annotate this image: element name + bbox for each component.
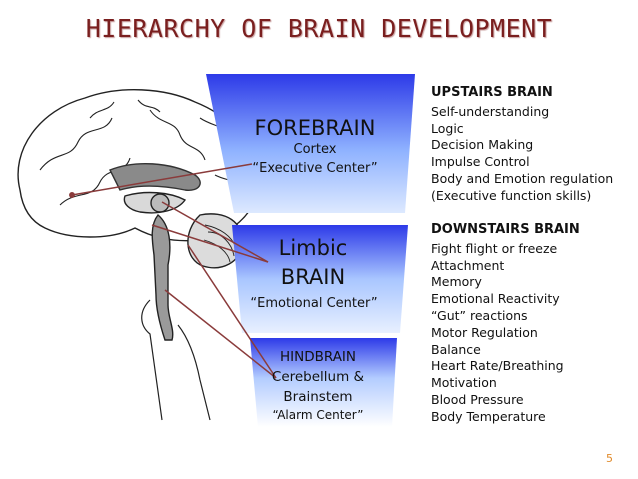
hindbrain-title: HINDBRAIN <box>279 349 357 365</box>
hindbrain-line2: Cerebellum & <box>271 369 365 385</box>
list-item: (Executive function skills) <box>431 187 592 203</box>
list-item: Body and Emotion regulation <box>431 170 614 186</box>
downstairs-list: DOWNSTAIRS BRAIN Fight flight or freeze … <box>431 222 580 426</box>
forebrain-connector-dot <box>69 192 75 198</box>
limbic-title-line1: Limbic <box>278 236 348 260</box>
list-item: Blood Pressure <box>431 391 524 407</box>
list-item: Motor Regulation <box>431 324 538 340</box>
list-item: Body Temperature <box>431 408 546 424</box>
limbic-section <box>232 225 408 333</box>
list-item: Motivation <box>431 375 497 391</box>
hindbrain-connector-1 <box>187 244 277 379</box>
list-item: Logic <box>431 120 464 136</box>
list-item: Fight flight or freeze <box>431 240 558 256</box>
upstairs-list: UPSTAIRS BRAIN Self-understanding Logic … <box>431 85 613 205</box>
connector-lines <box>69 163 277 379</box>
slide-title: HIERARCHY OF BRAIN DEVELOPMENT <box>85 14 553 43</box>
list-item: Decision Making <box>431 137 534 153</box>
upstairs-heading: UPSTAIRS BRAIN <box>431 85 553 100</box>
list-item: Heart Rate/Breathing <box>431 358 564 374</box>
downstairs-heading: DOWNSTAIRS BRAIN <box>431 222 580 237</box>
limbic-role: “Emotional Center” <box>250 296 378 311</box>
forebrain-title: FOREBRAIN <box>254 116 376 140</box>
forebrain-subtitle: Cortex <box>293 142 337 157</box>
hindbrain-line3: Brainstem <box>283 389 353 405</box>
list-item: Self-understanding <box>431 103 550 119</box>
limbic-connector-2 <box>151 224 269 263</box>
list-item: Attachment <box>431 257 505 273</box>
forebrain-role: “Executive Center” <box>252 161 378 176</box>
forebrain-connector <box>71 163 253 196</box>
list-item: Memory <box>431 274 482 290</box>
hindbrain-connector-2 <box>164 289 277 379</box>
hindbrain-role: “Alarm Center” <box>272 408 364 422</box>
list-item: Impulse Control <box>431 154 530 170</box>
limbic-connector-1 <box>161 201 269 263</box>
list-item: Balance <box>431 341 481 357</box>
limbic-title-line2: BRAIN <box>280 265 346 289</box>
forebrain-section <box>206 74 415 213</box>
page-number: 5 <box>606 452 613 465</box>
list-item: “Gut” reactions <box>431 307 528 323</box>
hindbrain-section <box>250 338 397 427</box>
list-item: Emotional Reactivity <box>431 291 560 307</box>
